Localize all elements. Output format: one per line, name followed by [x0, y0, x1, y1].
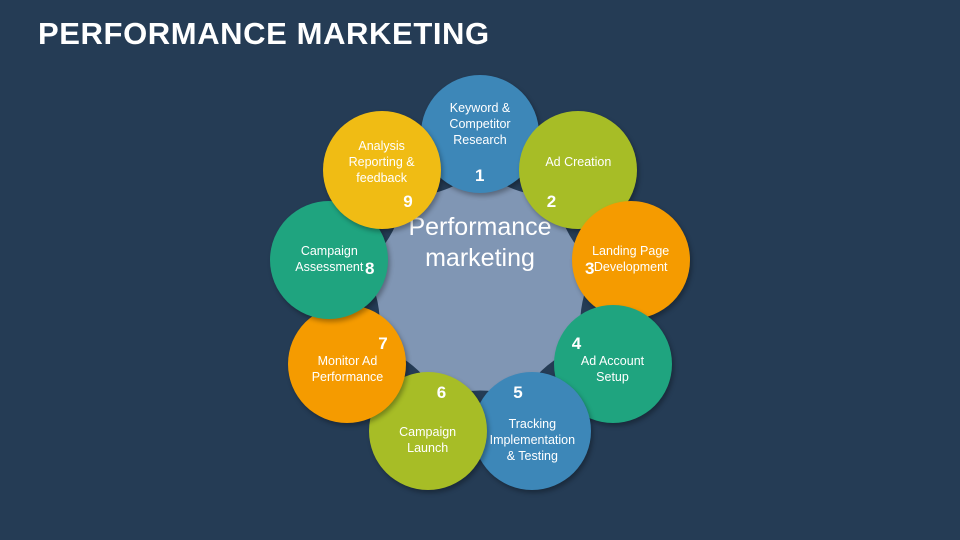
- step-node-8-line2: Assessment: [295, 259, 364, 274]
- step-node-3-label: Landing Page Development: [572, 243, 690, 275]
- step-node-5-line1: Tracking: [508, 417, 557, 432]
- step-node-2-label: Ad Creation: [519, 154, 637, 170]
- step-node-1-number: 1: [475, 166, 485, 186]
- step-node-8-label: Campaign Assessment: [270, 243, 388, 275]
- step-node-9-label: Analysis Reporting & feedback: [323, 138, 441, 186]
- hub-polygon: [363, 169, 597, 398]
- step-node-5-number: 5: [513, 382, 523, 402]
- step-node-4-number: 4: [571, 333, 582, 353]
- step-node-4-line1: Ad Account: [580, 353, 645, 368]
- step-node-5-label: Tracking Implementation & Testing: [473, 416, 591, 464]
- step-node-9-number: 9: [403, 192, 413, 212]
- step-node-5-line2: Implementation: [489, 433, 576, 448]
- step-node-5[interactable]: Tracking Implementation & Testing 5: [473, 371, 592, 490]
- step-node-2-line1: Ad Creation: [545, 155, 612, 170]
- step-node-1-line3: Research: [453, 133, 507, 147]
- step-node-6-number: 6: [436, 382, 447, 402]
- step-node-5-line3: & Testing: [506, 449, 558, 464]
- step-node-9-line1: Analysis: [358, 139, 405, 154]
- step-node-8-number: 8: [364, 258, 375, 278]
- step-node-3-line1: Landing Page: [592, 243, 670, 258]
- step-node-7-number: 7: [378, 333, 388, 353]
- step-node-7[interactable]: Monitor Ad Performance 7: [288, 304, 407, 423]
- step-node-9-line2: Reporting &: [348, 155, 415, 170]
- step-node-1-line1: Keyword &: [449, 101, 511, 115]
- step-node-9-line3: feedback: [356, 171, 407, 186]
- step-node-1-label: Keyword & Competitor Research: [421, 100, 539, 148]
- step-node-8-line1: Campaign: [300, 243, 358, 258]
- center-hub-shape: [335, 142, 625, 432]
- performance-marketing-cycle-diagram: Performance marketing Keyword & Competit…: [255, 62, 705, 512]
- step-node-2-number: 2: [546, 192, 557, 212]
- step-node-1[interactable]: Keyword & Competitor Research 1: [421, 75, 539, 193]
- step-node-1-line2: Competitor: [449, 117, 511, 131]
- step-node-6-line1: Campaign: [399, 425, 457, 440]
- step-node-3-line2: Development: [593, 259, 668, 274]
- step-node-9[interactable]: Analysis Reporting & feedback 9: [322, 110, 441, 229]
- page-title: PERFORMANCE MARKETING: [38, 16, 490, 51]
- step-node-4-line2: Setup: [596, 369, 629, 384]
- step-node-3[interactable]: Landing Page Development 3: [571, 201, 690, 320]
- step-node-7-label: Monitor Ad Performance: [288, 353, 406, 385]
- step-node-6-label: Campaign Launch: [369, 424, 487, 456]
- step-node-3-number: 3: [584, 258, 595, 278]
- step-node-4-label: Ad Account Setup: [554, 353, 672, 385]
- step-node-7-line1: Monitor Ad: [317, 353, 378, 368]
- step-node-7-line2: Performance: [311, 369, 384, 384]
- step-node-6-line2: Launch: [407, 441, 449, 456]
